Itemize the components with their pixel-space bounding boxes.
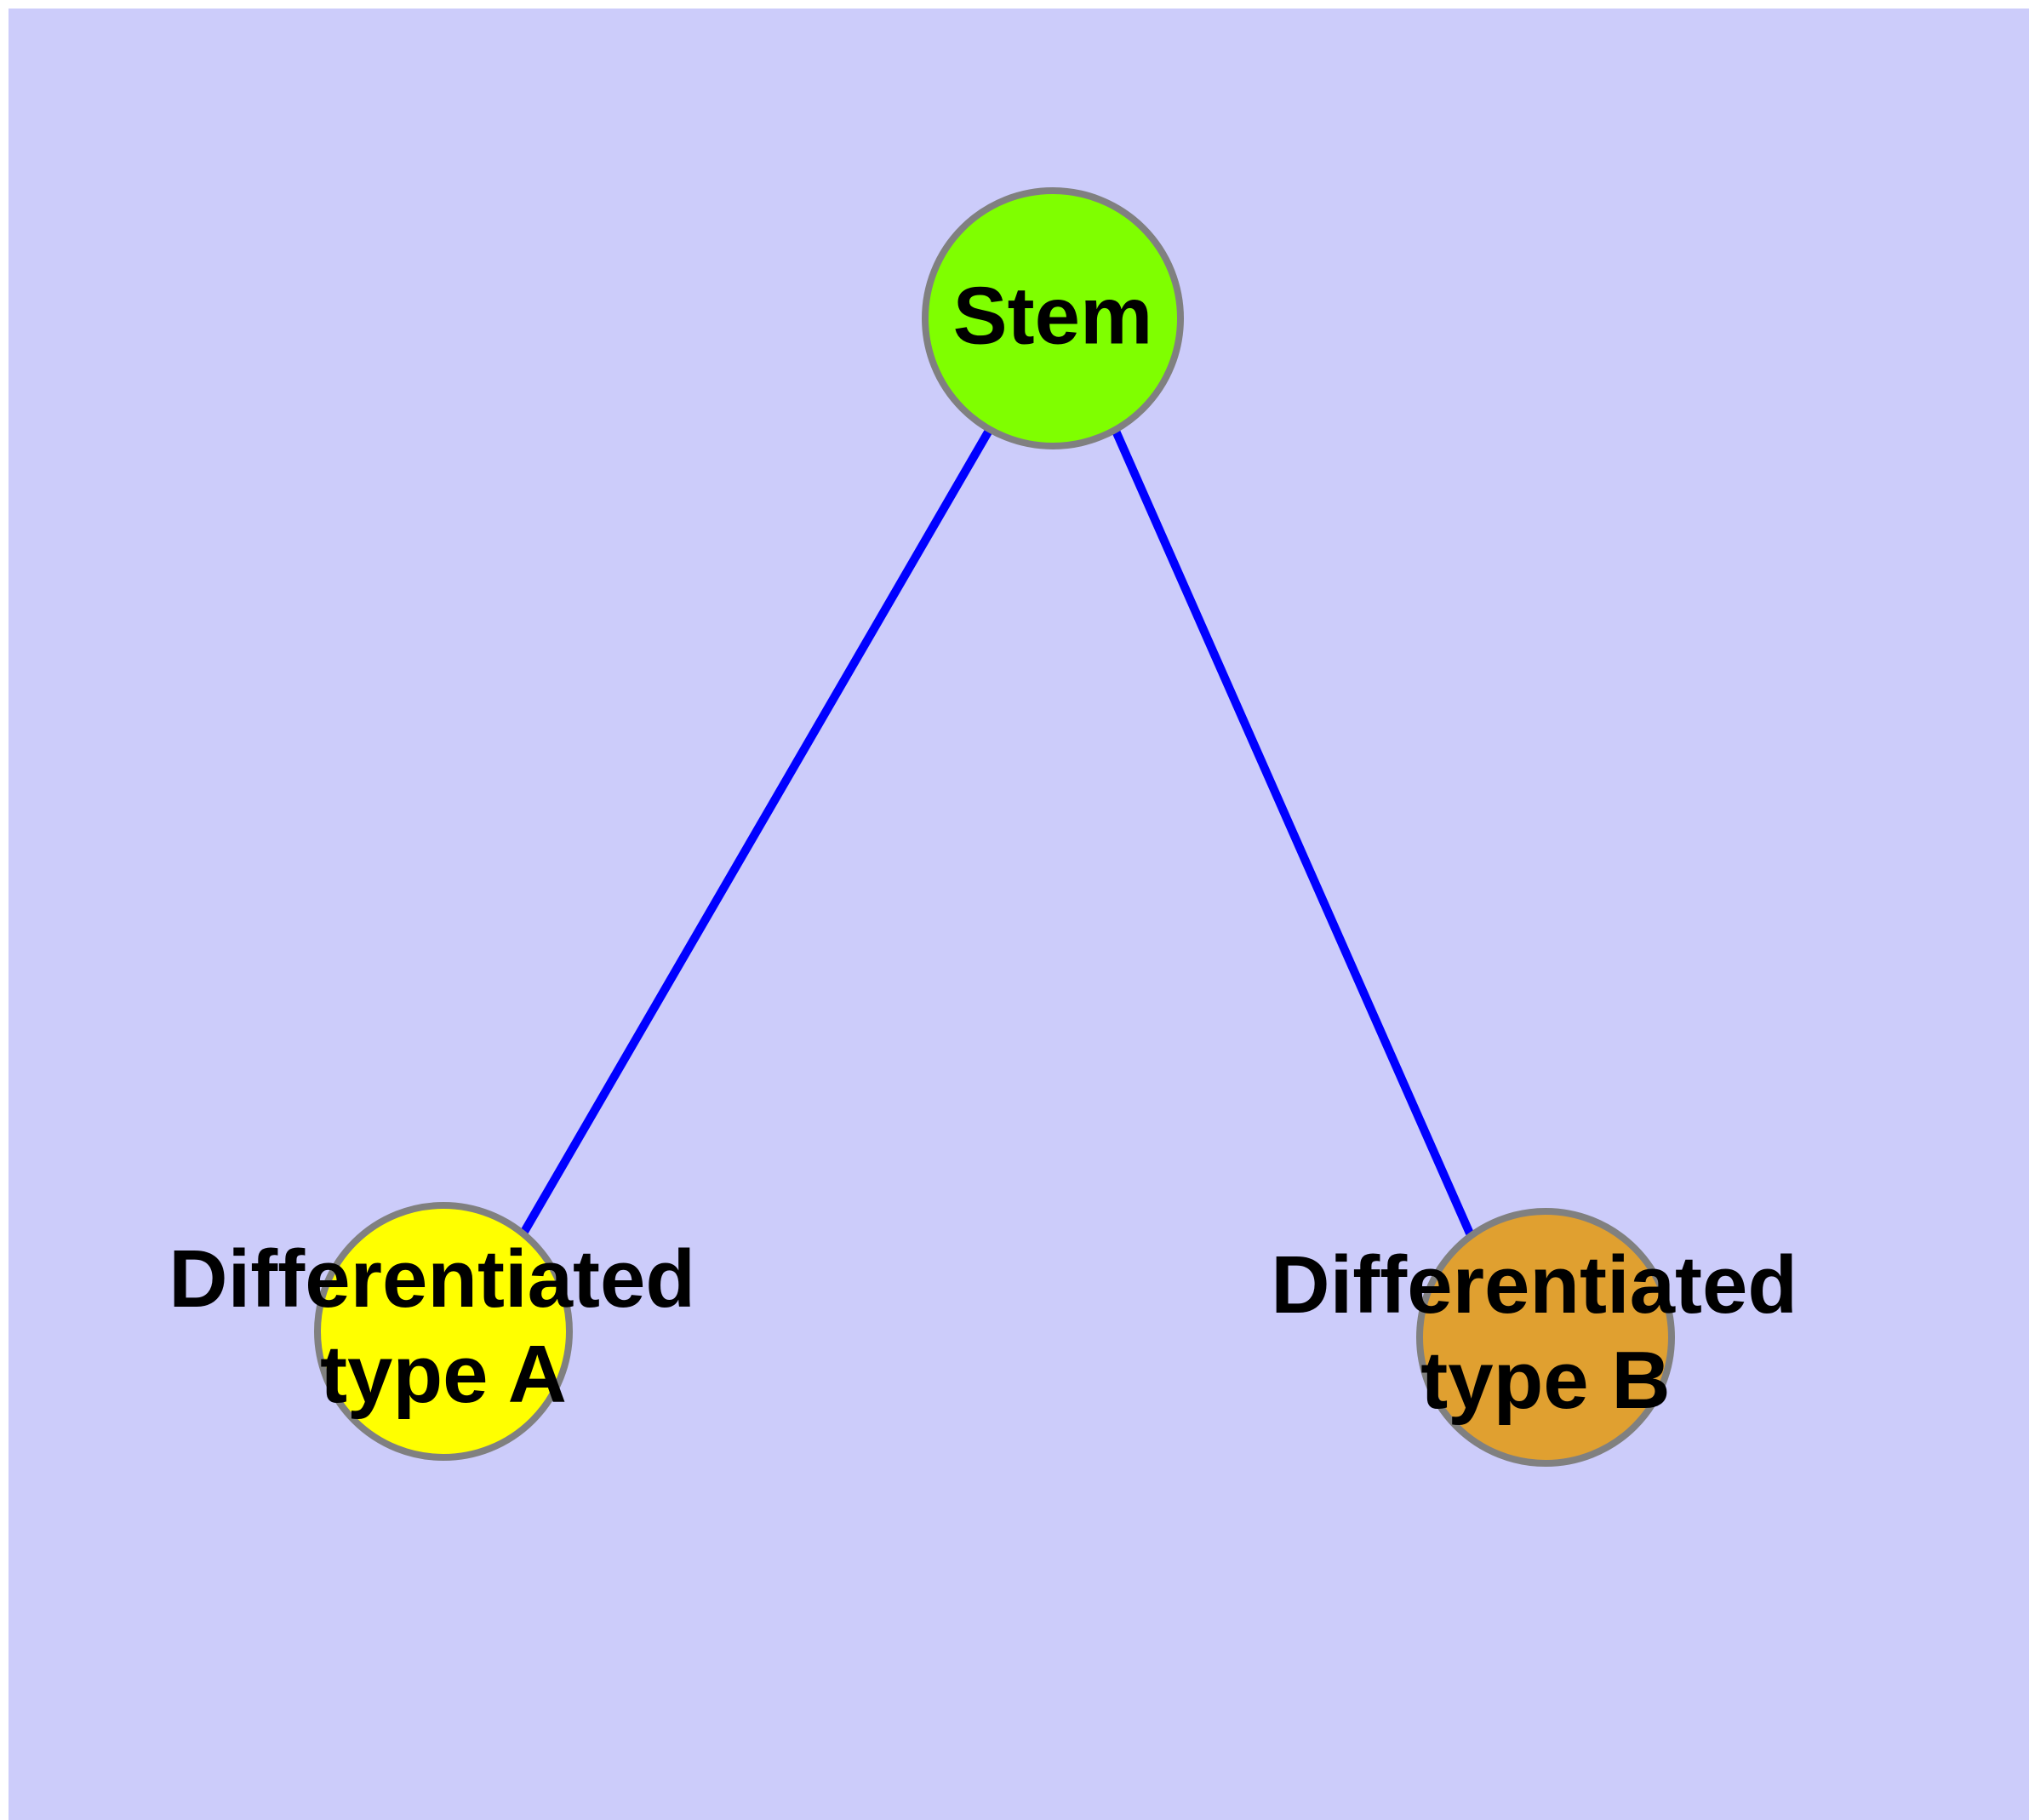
- node-stem-label: Stem: [953, 270, 1153, 361]
- node-differentiated-type-a[interactable]: [314, 1202, 573, 1461]
- node-layer: [314, 187, 1675, 1467]
- label-line-1: Differentiated: [1271, 1239, 1798, 1331]
- label-line-2: type A: [320, 1329, 567, 1420]
- node-differentiated-type-b-label: Differentiated type B: [1271, 1239, 1820, 1426]
- node-differentiated-type-b[interactable]: [1416, 1208, 1675, 1467]
- node-stem[interactable]: [922, 187, 1184, 449]
- edge-layer: [520, 426, 1474, 1236]
- node-differentiated-type-b-circle[interactable]: [1416, 1208, 1675, 1467]
- label-line-1: Differentiated: [169, 1233, 695, 1325]
- label-line-2: type B: [1420, 1335, 1670, 1426]
- edge-stem-to-diff-a[interactable]: [520, 426, 994, 1234]
- node-differentiated-type-a-label: Differentiated type A: [169, 1233, 717, 1420]
- edge-stem-to-diff-b[interactable]: [1111, 426, 1474, 1236]
- node-differentiated-type-a-circle[interactable]: [314, 1202, 573, 1461]
- label-layer: Stem Differentiated type A Differentiate…: [169, 270, 1820, 1426]
- node-stem-circle[interactable]: [922, 187, 1184, 449]
